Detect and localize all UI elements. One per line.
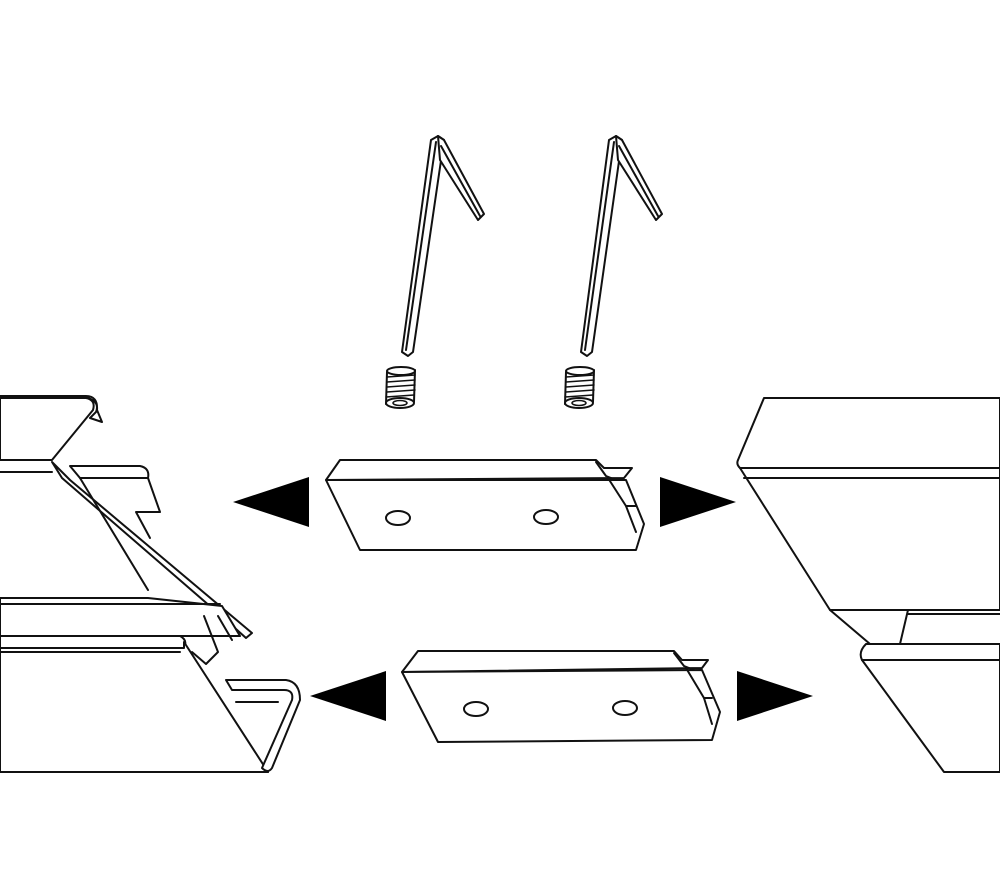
left-rail-top-face <box>0 397 95 461</box>
upper-connector-plate <box>325 459 645 551</box>
grub-screw-left <box>385 366 416 409</box>
right-rail-lower-flange <box>859 643 1000 661</box>
hex-key-left <box>401 135 485 357</box>
hex-key-right <box>580 135 663 357</box>
left-rail-lower-channel <box>0 635 187 649</box>
grub-screw-right <box>564 366 595 409</box>
upper-plate-hole-right <box>533 509 559 525</box>
right-rail-web <box>829 609 909 645</box>
lower-plate-hole-left <box>463 701 489 717</box>
arrow-right-upper <box>660 477 736 527</box>
lower-connector-plate <box>401 650 721 743</box>
upper-plate-hole-left <box>385 510 411 526</box>
left-rail-spine <box>51 461 253 639</box>
arrow-left-lower <box>310 671 386 721</box>
right-rail-front-face <box>739 467 1000 611</box>
right-rail-lower-face <box>861 659 1000 773</box>
arrow-left-upper <box>233 477 309 527</box>
left-rail-bottom-hook <box>225 679 301 772</box>
hex-key-left-long-arm <box>401 135 445 357</box>
lower-plate-front <box>401 669 721 743</box>
upper-plate-top <box>325 459 633 481</box>
left-rail-middle-face <box>0 597 241 637</box>
left-rail-inner-ledge <box>69 465 150 479</box>
left-rail-lower-wall <box>0 641 269 773</box>
right-rail-profile <box>736 397 1000 773</box>
upper-plate-front <box>325 479 645 551</box>
arrow-right-lower <box>737 671 813 721</box>
left-rail-profile <box>0 395 301 773</box>
lower-plate-top <box>401 650 709 673</box>
lower-plate-hole-right <box>612 700 638 716</box>
right-rail-top-face <box>736 397 1000 469</box>
hex-key-right-short-arm <box>615 135 663 221</box>
hex-key-left-short-arm <box>437 135 485 221</box>
hex-key-right-long-arm <box>580 135 623 357</box>
left-rail-top-lip <box>0 395 103 423</box>
